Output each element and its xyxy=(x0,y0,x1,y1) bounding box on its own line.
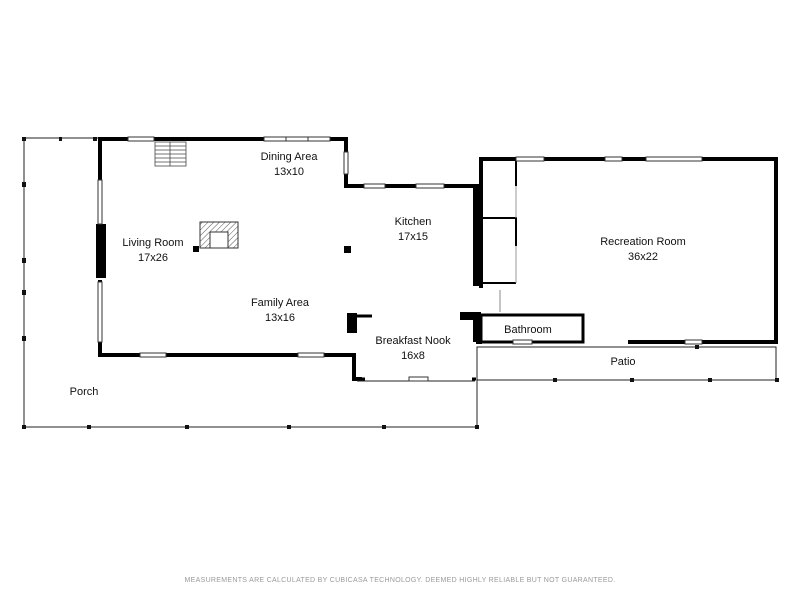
breakfast-nook-size: 16x8 xyxy=(401,350,425,362)
column xyxy=(344,246,351,253)
chimney xyxy=(96,224,106,278)
room-labels: Dining Area 13x10 Living Room 17x26 Kitc… xyxy=(70,151,686,398)
disclaimer-text: MEASUREMENTS ARE CALCULATED BY CUBICASA … xyxy=(185,577,616,584)
breakfast-nook-walls xyxy=(347,314,476,381)
family-area-size: 13x16 xyxy=(265,312,295,324)
bathroom-label: Bathroom xyxy=(504,324,552,336)
kitchen-size: 17x15 xyxy=(398,231,428,243)
living-room-label: Living Room xyxy=(122,237,183,249)
porch-outline xyxy=(23,137,478,428)
dining-area-label: Dining Area xyxy=(261,151,319,163)
dining-area-size: 13x10 xyxy=(274,166,304,178)
recreation-walls xyxy=(479,157,778,344)
porch-label: Porch xyxy=(70,386,99,398)
nook-corner xyxy=(347,313,357,333)
closet-walls xyxy=(483,158,517,284)
kitchen-label: Kitchen xyxy=(395,216,432,228)
column xyxy=(193,246,199,252)
breakfast-nook-label: Breakfast Nook xyxy=(375,335,451,347)
patio-label: Patio xyxy=(610,356,635,368)
fireplace xyxy=(199,221,239,249)
windows xyxy=(97,136,703,382)
recreation-room-size: 36x22 xyxy=(628,251,658,263)
living-room-size: 17x26 xyxy=(138,252,168,264)
stairs xyxy=(154,141,187,167)
patio-posts xyxy=(553,345,779,382)
family-area-label: Family Area xyxy=(251,297,310,309)
porch-posts xyxy=(22,137,479,429)
recreation-room-label: Recreation Room xyxy=(600,236,686,248)
patio-outline xyxy=(476,346,777,381)
